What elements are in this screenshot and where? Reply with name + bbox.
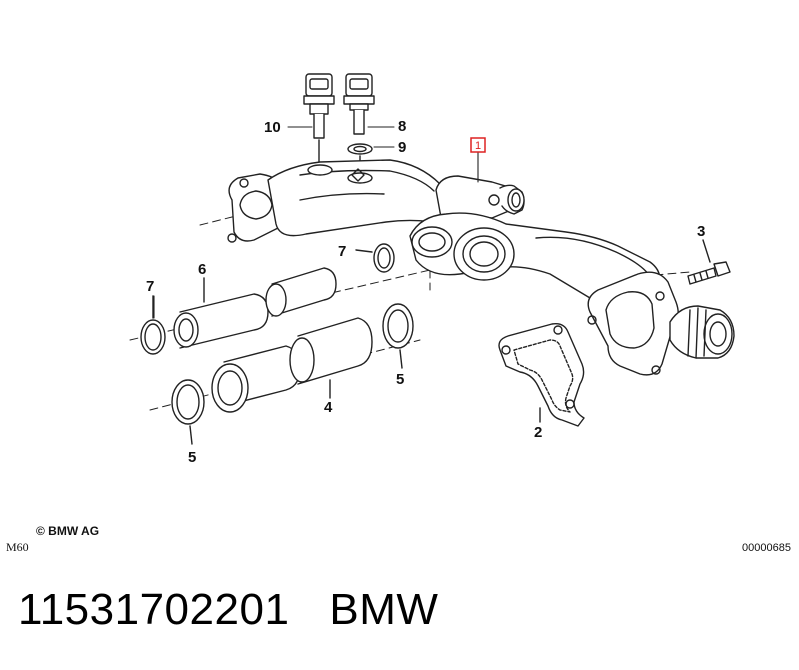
callout-8: 8 — [398, 118, 406, 135]
temperature-sensor-8[interactable] — [343, 73, 375, 135]
callout-5-left: 5 — [188, 449, 196, 466]
callout-5-right: 5 — [396, 371, 404, 388]
seal-ring-7-left[interactable] — [140, 295, 166, 355]
brand-name: BMW — [329, 585, 439, 634]
parts-diagram: 10 8 9 1 3 7 7 6 5 4 5 2 — [129, 73, 735, 466]
callout-3: 3 — [697, 223, 705, 240]
hose-4[interactable] — [211, 317, 373, 413]
leader-lines — [153, 126, 479, 319]
callout-9: 9 — [398, 139, 406, 156]
callout-7-right: 7 — [338, 243, 346, 260]
diagram-number: 00000685 — [742, 542, 791, 554]
callout-7-left: 7 — [146, 278, 154, 295]
coolant-pipe-assembly[interactable] — [227, 159, 735, 376]
callout-4: 4 — [324, 399, 333, 416]
seal-ring-5-right[interactable] — [382, 303, 414, 369]
temperature-sensor-10[interactable] — [303, 73, 335, 166]
engine-code: M60 — [6, 540, 29, 554]
part-number: 11531702201 — [18, 585, 290, 634]
bolt-3[interactable] — [687, 239, 731, 285]
copyright-notice: © BMW AG — [36, 524, 100, 538]
gasket-2[interactable] — [498, 322, 585, 427]
hose-6[interactable] — [173, 267, 337, 349]
seal-ring-5-left[interactable] — [171, 379, 205, 445]
selected-part-marker — [470, 137, 486, 153]
seal-ring-7-right[interactable] — [355, 243, 395, 273]
callout-1: 1 — [475, 140, 481, 152]
callout-6: 6 — [198, 261, 206, 278]
callout-2: 2 — [534, 424, 542, 441]
part-caption: 11531702201 BMW — [18, 585, 438, 635]
callout-10: 10 — [264, 119, 281, 136]
